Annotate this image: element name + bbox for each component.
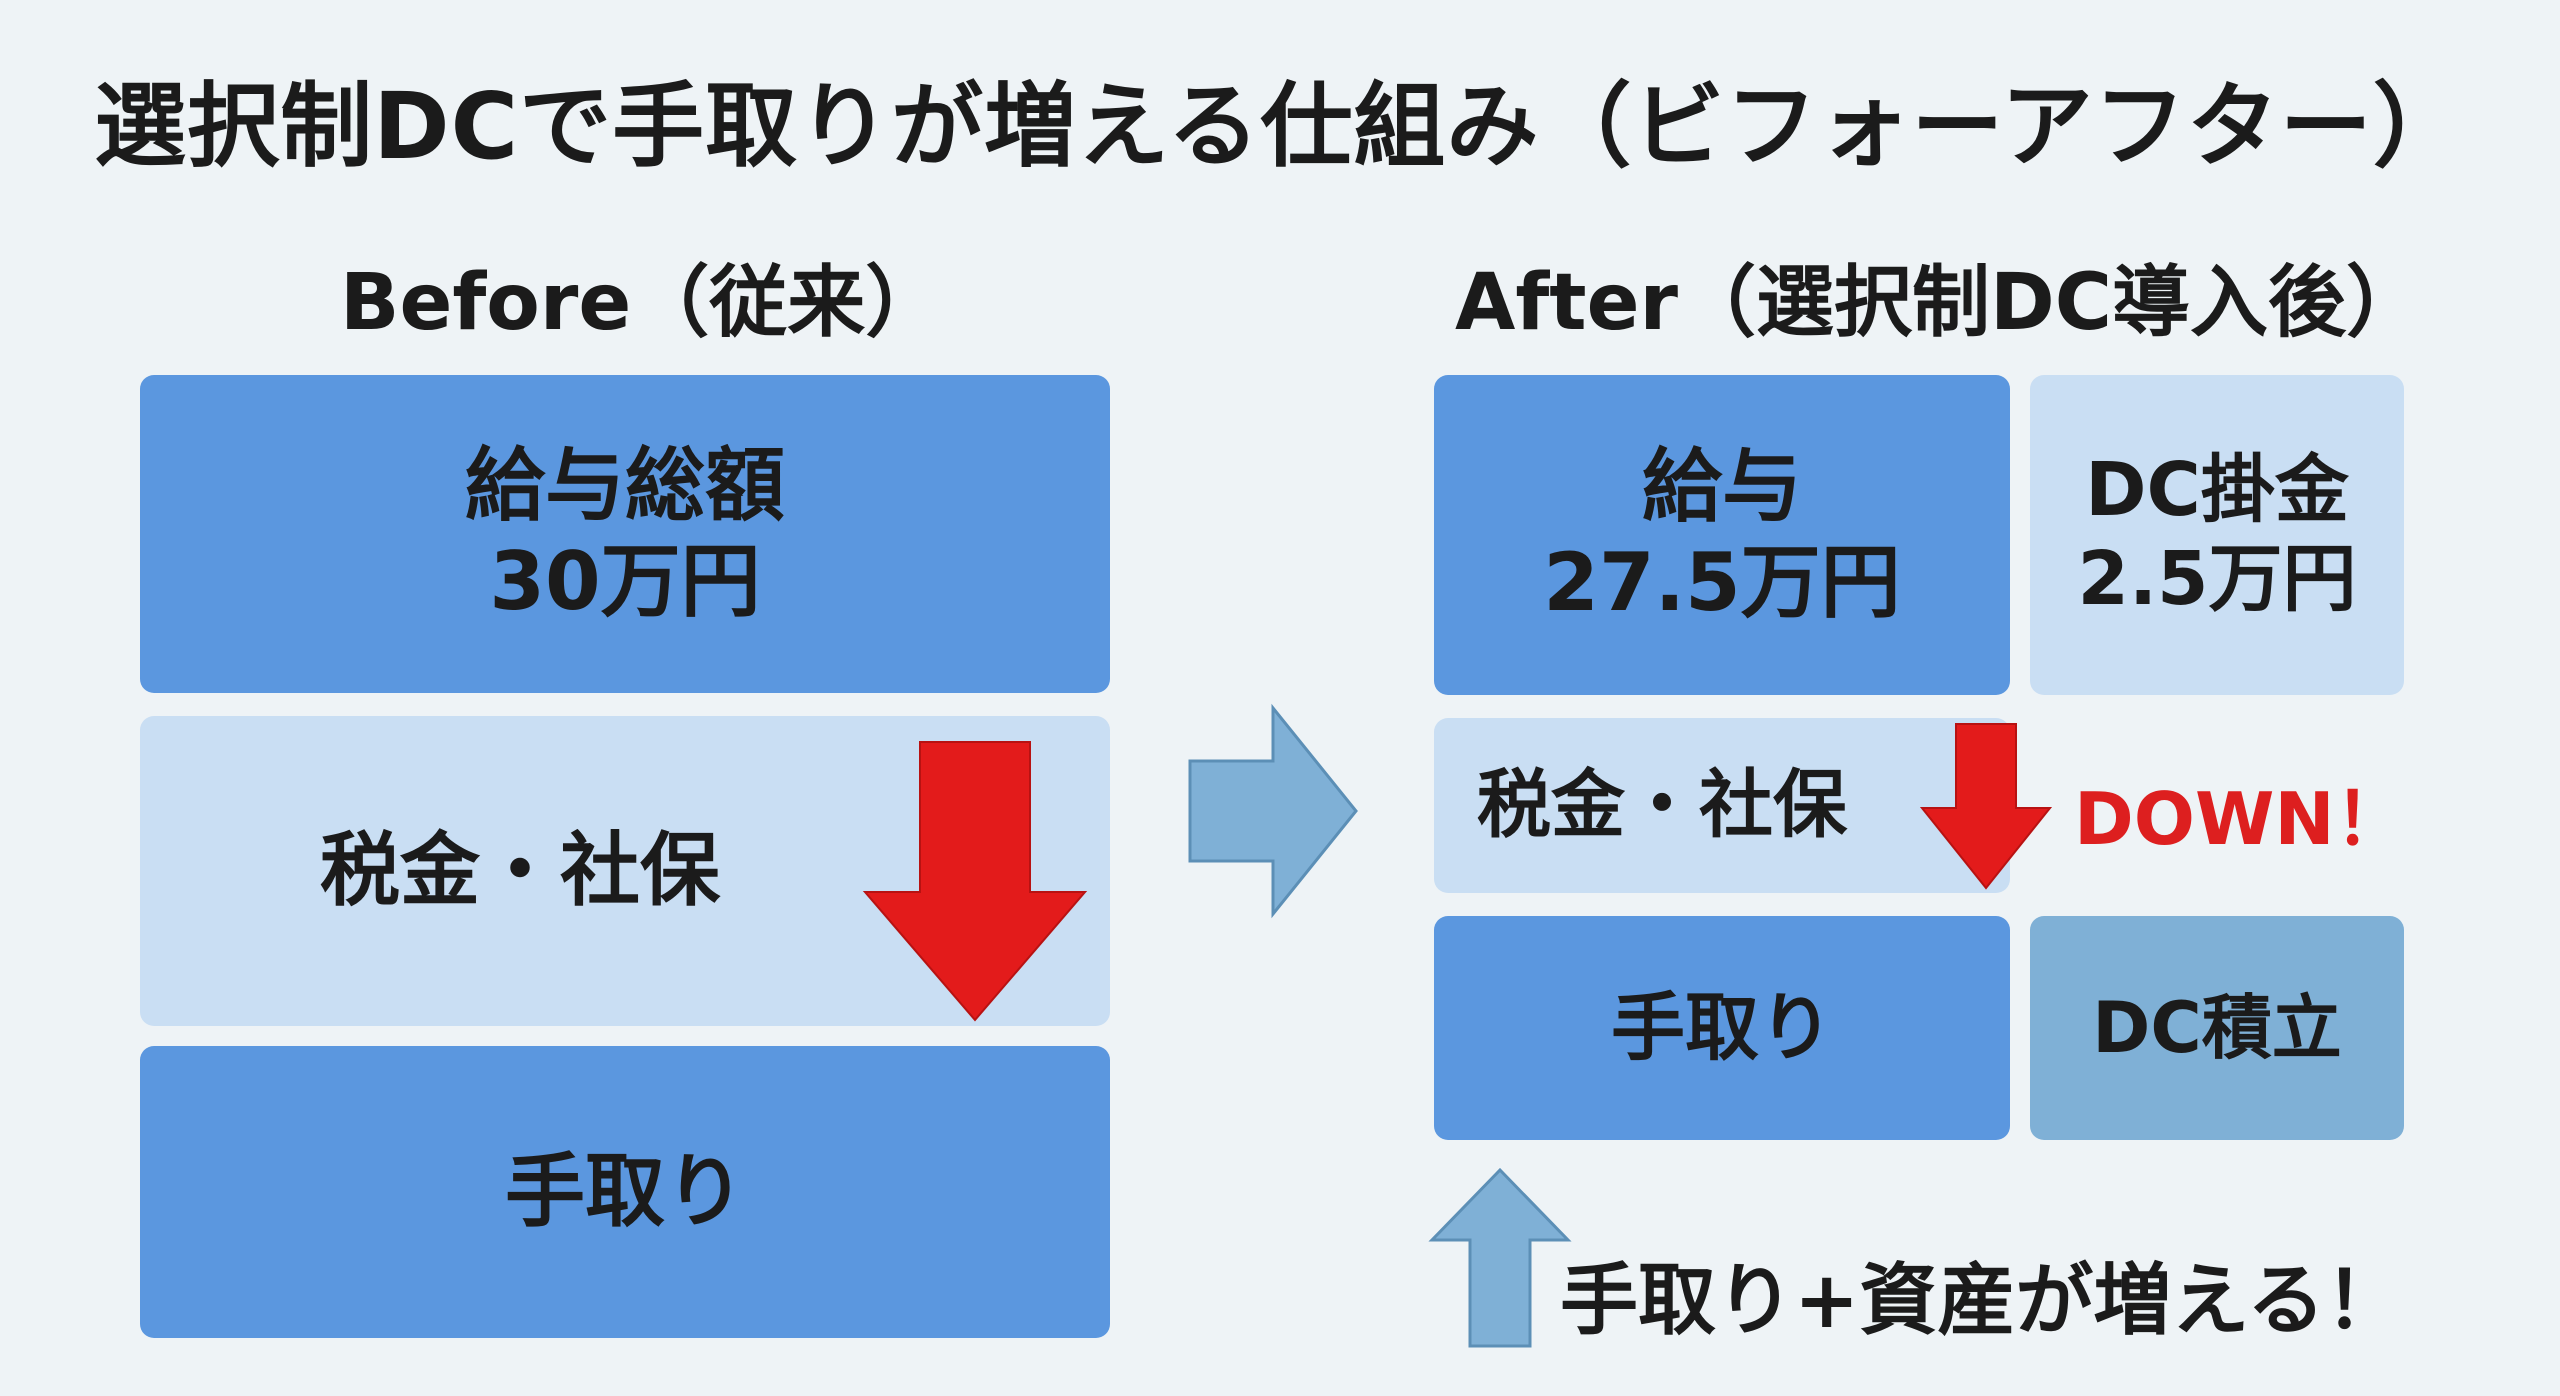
down-label: DOWN！ [2074,777,2407,861]
before-down-arrow-icon [862,741,1088,1022]
before-gross-salary-block: 給与総額 30万円 [140,375,1110,693]
increase-up-arrow-icon [1428,1167,1572,1348]
before-gross-amount: 30万円 [489,535,761,628]
after-salary-amount: 27.5万円 [1543,536,1901,629]
transition-right-arrow-icon [1188,703,1358,919]
before-heading: Before（従来） [340,258,944,348]
after-dc-label: DC掛金 [2085,447,2349,534]
after-takehome-label: 手取り [1611,984,1833,1071]
before-gross-label: 給与総額 [465,439,785,532]
after-heading: After（選択制DC導入後） [1455,258,2424,348]
result-label: 手取り+資産が増える！ [1560,1256,2404,1346]
after-salary-label: 給与 [1642,440,1802,533]
before-tax-label: 税金・社保 [320,824,720,917]
after-tax-label: 税金・社保 [1477,762,1847,849]
page-title: 選択制DCで手取りが増える仕組み（ビフォーアフター） [94,73,2466,180]
before-takehome-label: 手取り [505,1145,745,1238]
before-takehome-block: 手取り [140,1046,1110,1338]
after-takehome-block: 手取り [1434,916,2010,1140]
after-dc-savings-label: DC積立 [2092,987,2342,1069]
after-dc-contribution-block: DC掛金 2.5万円 [2030,375,2404,695]
after-salary-block: 給与 27.5万円 [1434,375,2010,695]
after-dc-savings-block: DC積立 [2030,916,2404,1140]
after-down-arrow-icon [1919,723,2053,890]
after-tax-block: 税金・社保 [1434,718,2010,893]
after-dc-amount: 2.5万円 [2077,536,2357,622]
